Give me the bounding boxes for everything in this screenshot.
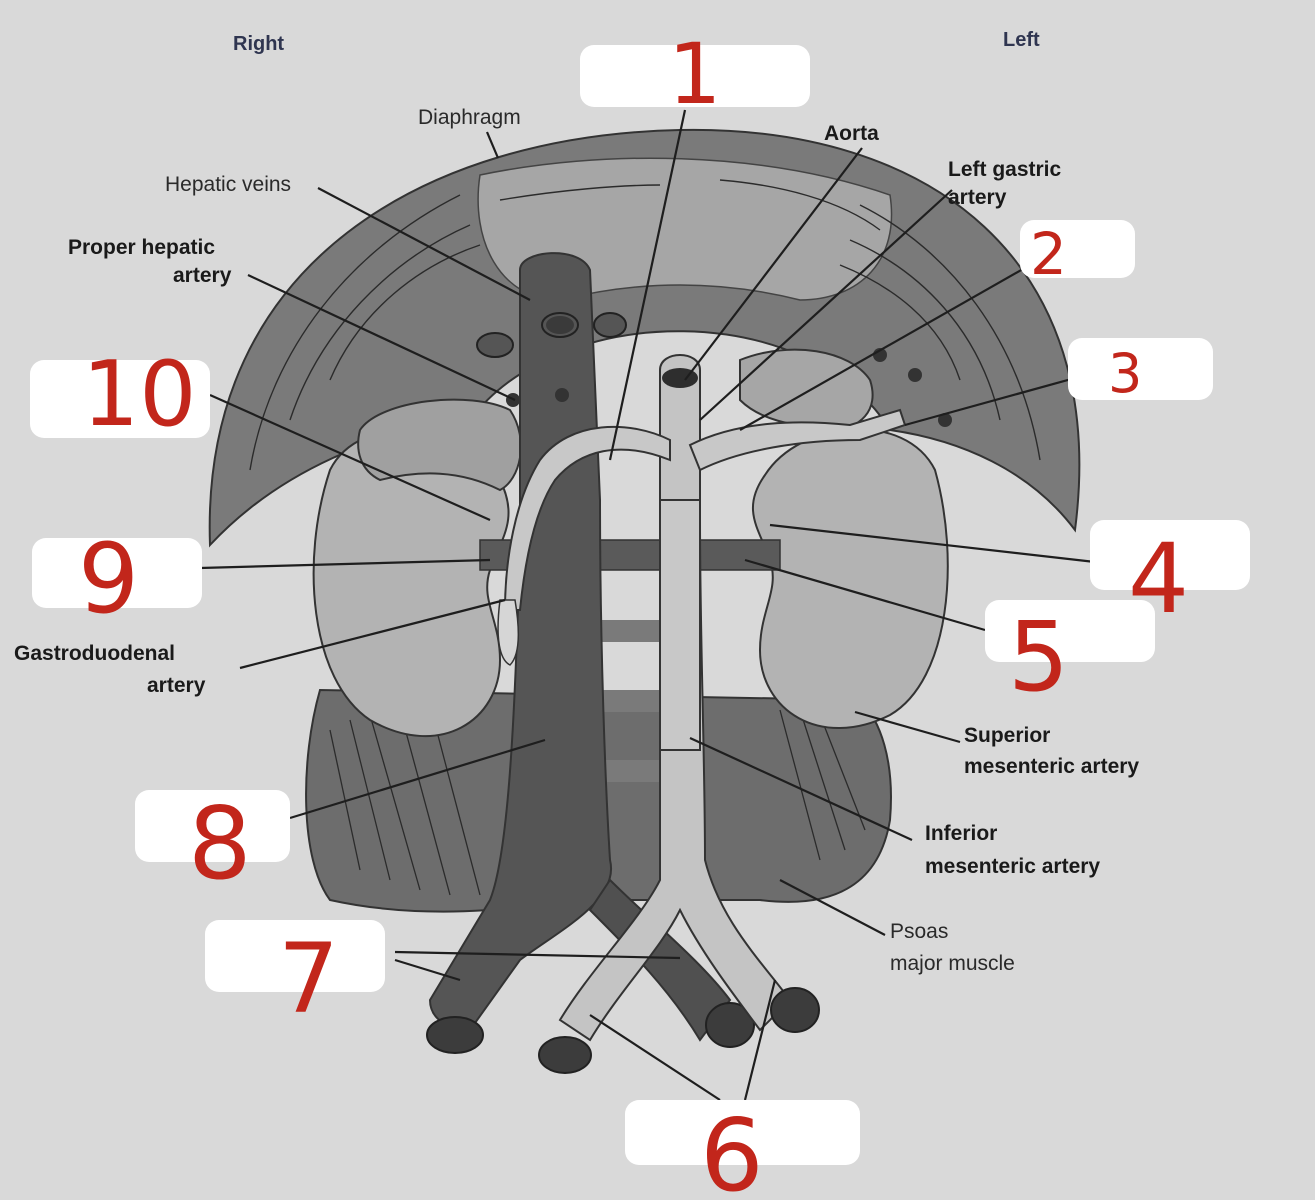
label-ima-2: mesenteric artery (925, 855, 1100, 878)
answer-blanks (30, 45, 1250, 1165)
answer-number-4: 4 (1128, 523, 1189, 635)
label-hepatic-veins: Hepatic veins (165, 173, 291, 196)
gastroduodenal-vessel (497, 599, 520, 666)
answer-number-3: 3 (1108, 342, 1142, 405)
blank-1 (580, 45, 810, 107)
answer-number-5: 5 (1008, 601, 1069, 713)
diaphragm-fibers (249, 179, 1041, 471)
label-left-gastric-2: artery (948, 186, 1007, 209)
label-psoas-1: Psoas (890, 920, 948, 943)
label-gastroduodenal-1: Gastroduodenal (14, 642, 175, 665)
answer-number-10: 10 (82, 342, 197, 447)
right-iliac-artery-end (538, 1036, 592, 1074)
blank-6 (625, 1100, 860, 1165)
blank-10 (30, 360, 210, 438)
blank-5 (985, 600, 1155, 662)
blank-8 (135, 790, 290, 862)
answer-number-6: 6 (700, 1097, 764, 1200)
label-aorta: Aorta (824, 122, 879, 145)
right-iliac-vein-end (426, 1016, 484, 1054)
lumbar-strip-3 (600, 760, 660, 782)
sma-trunk (659, 499, 701, 751)
left-kidney (751, 428, 949, 730)
label-ima-1: Inferior (925, 822, 997, 845)
answer-number-2: 2 (1030, 220, 1067, 288)
blank-3 (1068, 338, 1213, 400)
lumbar-strip-2 (600, 690, 660, 712)
right-suprarenal-gland (357, 398, 522, 492)
answer-number-1: 1 (668, 25, 721, 123)
psoas-fibers (329, 704, 866, 896)
blank-4 (1090, 520, 1250, 590)
label-left-gastric-1: Left gastric (948, 158, 1062, 181)
orientation-right: Right (233, 33, 284, 55)
label-proper-hepatic-2: artery (173, 264, 232, 287)
label-sma-1: Superior (964, 724, 1050, 747)
blank-9 (32, 538, 202, 608)
blank-2 (1020, 220, 1135, 278)
label-proper-hepatic-1: Proper hepatic (68, 236, 215, 259)
label-sma-2: mesenteric artery (964, 755, 1139, 778)
label-diaphragm: Diaphragm (418, 106, 521, 129)
splenic-branch-ends (506, 348, 952, 427)
orientation-left: Left (1003, 29, 1040, 51)
blank-7 (205, 920, 385, 992)
answer-number-7: 7 (278, 923, 339, 1035)
leader-lines (199, 109, 1096, 1101)
lumbar-strip-1 (600, 620, 660, 642)
label-gastroduodenal-2: artery (147, 674, 206, 697)
label-psoas-2: major muscle (890, 952, 1015, 975)
answer-number-9: 9 (78, 523, 139, 635)
answer-number-8: 8 (188, 785, 252, 902)
left-iliac-artery-end (770, 987, 820, 1033)
